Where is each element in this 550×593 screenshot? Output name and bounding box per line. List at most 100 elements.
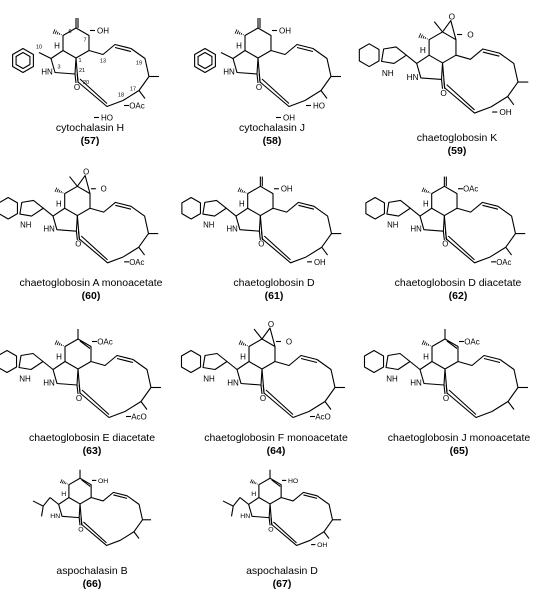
epoxide-oxygen-label: O	[449, 13, 456, 22]
indole-nh-label: NH	[203, 221, 214, 230]
ring-double-bond	[82, 480, 91, 486]
indole-nh-label: NH	[19, 375, 31, 384]
carbonyl-bond	[257, 74, 258, 83]
hashed-bond	[424, 189, 426, 192]
hashed-bond	[254, 482, 255, 484]
methyl-bond	[508, 402, 514, 410]
epoxide-oxygen-label: O	[83, 168, 89, 177]
ring-junction-hydrogen-label: H	[423, 353, 429, 362]
lactam-ring	[233, 51, 258, 75]
compound-number: (63)	[82, 445, 102, 457]
substituent-label: OH	[279, 27, 291, 36]
lactam-ring	[59, 498, 80, 518]
phenyl-aromatic-circle	[198, 53, 212, 69]
enone-double-bond	[80, 79, 107, 104]
substituent-label: OH	[314, 258, 326, 267]
ring-double-bond	[447, 341, 457, 349]
lactam-ring	[51, 51, 76, 75]
lactam-nh-label: HN	[240, 513, 250, 520]
ring-double-bond	[272, 480, 281, 486]
carbonyl-bond	[442, 79, 443, 88]
trans-double-bond	[113, 495, 127, 498]
methyl-bond	[139, 91, 145, 99]
isobutyl-bond	[43, 498, 50, 507]
hashed-bond	[423, 36, 424, 39]
indole-benzene-ring	[366, 198, 385, 219]
substituent-label: OAc	[129, 102, 145, 111]
methyl-bond	[434, 22, 442, 32]
cyclohexane-ring	[248, 186, 273, 215]
hashed-bond	[55, 31, 57, 35]
lactam-nh-label: HN	[50, 513, 60, 520]
macrocycle-ring	[260, 202, 331, 262]
ring-junction-hydrogen-label: H	[56, 353, 62, 362]
cyclohexane-ring	[69, 478, 91, 504]
trans-double-bond	[482, 205, 498, 209]
carbonyl-oxygen-label: O	[443, 394, 449, 403]
ring-junction-hydrogen-label: H	[251, 491, 256, 498]
carbonyl-bond	[443, 231, 444, 240]
enone-double-bond	[449, 390, 476, 415]
substituent-label: OH	[281, 185, 293, 194]
methyl-bond	[134, 532, 139, 539]
substituent-label: OAc	[463, 185, 478, 194]
lactam-nh-label: HN	[407, 73, 419, 82]
substituent-label: OAc	[97, 338, 113, 347]
hashed-bond	[235, 29, 237, 33]
benzyl-bond	[39, 53, 51, 59]
ring-junction-hydrogen-label: H	[56, 199, 62, 208]
ring-junction-hydrogen-label: H	[54, 42, 60, 51]
compound-name: chaetoglobosin D diacetate	[394, 277, 522, 289]
carbonyl-oxygen-label: O	[74, 83, 80, 92]
indole-nh-label: NH	[203, 375, 215, 384]
methyl-bond	[141, 402, 147, 410]
substituent-label: OH	[317, 542, 327, 549]
carbonyl-bond	[444, 385, 445, 394]
enone-double-bond	[266, 390, 293, 415]
cyclohexane-ring	[429, 32, 456, 63]
atom-locant-label: 19	[136, 61, 142, 67]
hashed-bond	[53, 29, 55, 33]
indole-nh-label: NH	[382, 69, 394, 78]
compound-name: chaetoglobosin A monoacetate	[19, 277, 163, 289]
enone-double-bond	[262, 79, 289, 104]
methyl-bond	[508, 97, 514, 105]
pyrrole-ring	[19, 354, 43, 370]
ring-junction-hydrogen-label: H	[240, 353, 246, 362]
indole-benzene-ring	[0, 198, 17, 219]
indole-nh-label: NH	[20, 221, 31, 230]
compound-number: (61)	[264, 290, 284, 302]
compound-number: (58)	[262, 135, 282, 147]
substituent-label: OAc	[496, 258, 511, 267]
carbonyl-bond	[77, 385, 78, 394]
hashed-bond	[252, 480, 253, 483]
isobutyl-bond	[240, 498, 249, 505]
hashed-bond	[60, 479, 62, 483]
epoxide-ring	[262, 328, 275, 347]
macrocycle-ring	[78, 356, 151, 418]
substituent-label: OH	[283, 114, 295, 123]
enone-double-bond	[81, 236, 107, 260]
trans-double-bond	[484, 359, 500, 363]
atom-locant-label: 1	[78, 58, 81, 64]
hashed-bond	[239, 32, 240, 35]
enone-double-bond	[448, 236, 474, 260]
atom-locant-label: 13	[100, 59, 106, 65]
lactam-nh-label: HN	[223, 68, 235, 77]
compound-number: (60)	[81, 290, 101, 302]
lactam-nh-label: HN	[227, 379, 239, 388]
hashed-bond	[62, 480, 63, 483]
compound-name: aspochalasin D	[246, 565, 318, 577]
compound-name: chaetoglobosin D	[233, 277, 315, 289]
